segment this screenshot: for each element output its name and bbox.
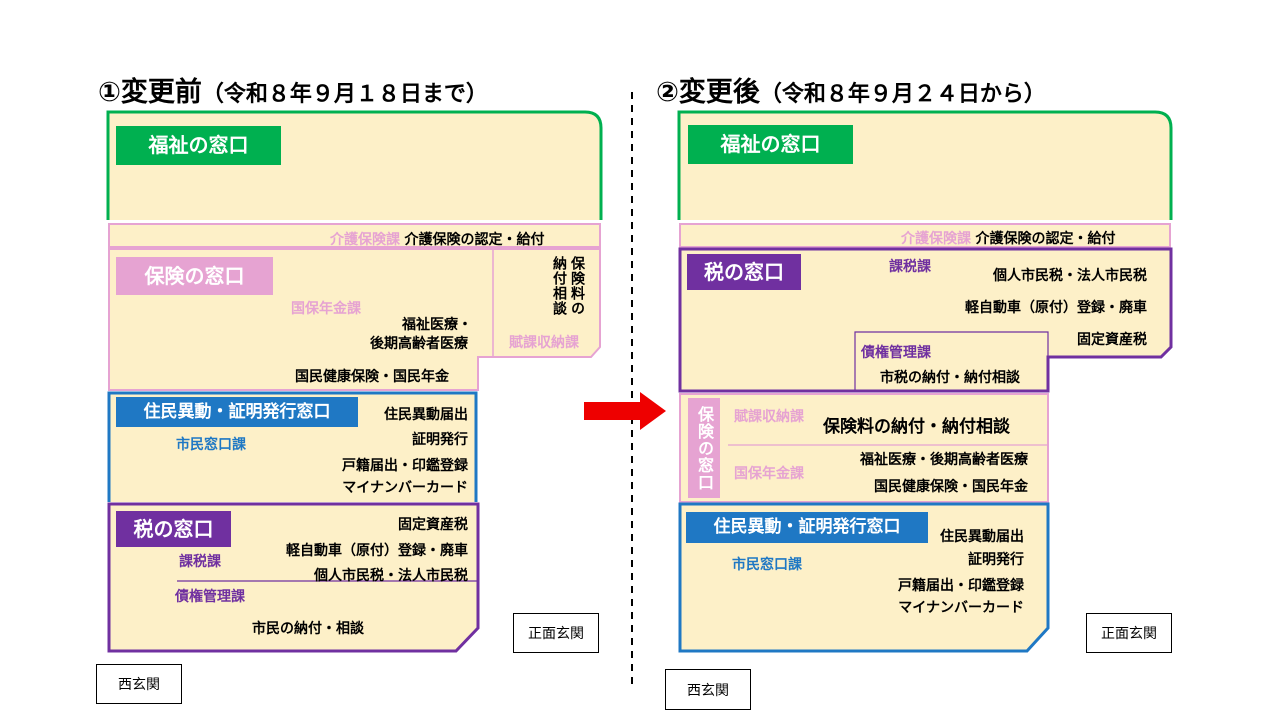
before-kaigo-item: 介護保険の認定・給付 [404, 232, 545, 248]
after-kokuho-item-2: 国民健康保険・国民年金 [874, 479, 1028, 495]
after-resident-section: 市民窓口課 [732, 557, 802, 573]
after-fuka-section: 賦課収納課 [734, 409, 804, 425]
before-kaigo-strip [108, 223, 601, 248]
after-title-sub: （令和８年９月２４日から） [759, 82, 1046, 107]
after-resident-item-3: マイナンバーカード [898, 600, 1024, 616]
after-tax-item-2: 固定資産税 [1077, 332, 1147, 348]
after-kaigo-strip [679, 223, 1171, 248]
after-insurance-zone [679, 393, 1049, 503]
before-resident-item-1: 証明発行 [412, 432, 468, 448]
after-kaigo-row: 介護保険課 介護保険の認定・給付 [901, 228, 1115, 248]
before-insurance-header: 保険の窓口 [116, 257, 273, 295]
after-saiken-item: 市税の納付・納付相談 [880, 370, 1020, 386]
after-kokuho-item-1: 福祉医療・後期高齢者医療 [860, 452, 1028, 468]
after-saiken-section: 債権管理課 [861, 345, 931, 361]
before-tax-item-0: 固定資産税 [398, 517, 468, 533]
after-resident-item-0: 住民異動届出 [940, 529, 1024, 545]
before-kazei-section: 課税課 [179, 554, 221, 570]
before-elderly-line1: 福祉医療・ [402, 317, 472, 333]
before-welfare-header: 福祉の窓口 [116, 126, 281, 165]
after-tax-item-1: 軽自動車（原付）登録・廃車 [965, 300, 1147, 316]
after-welfare-header: 福祉の窓口 [688, 125, 853, 164]
after-saiken-divider [854, 331, 1049, 391]
after-resident-item-2: 戸籍届出・印鑑登録 [898, 578, 1024, 594]
before-west-door: 西玄関 [96, 664, 182, 704]
after-fuka-item: 保険料の納付・納付相談 [823, 417, 1010, 437]
before-saiken-section: 債権管理課 [175, 589, 245, 605]
after-tax-header: 税の窓口 [687, 254, 801, 290]
after-tax-item-0: 個人市民税・法人市民税 [993, 268, 1147, 284]
before-fuka-col1: 納付相談 [551, 256, 567, 316]
before-nhi-pension: 国民健康保険・国民年金 [295, 369, 449, 385]
after-resident-header: 住民異動・証明発行窓口 [686, 512, 928, 543]
before-fuka-section: 賦課収納課 [509, 335, 579, 351]
before-resident-section: 市民窓口課 [176, 437, 246, 453]
before-tax-item-1: 軽自動車（原付）登録・廃車 [286, 543, 468, 559]
before-resident-item-0: 住民異動届出 [384, 407, 468, 423]
before-kaigo-row: 介護保険課 介護保険の認定・給付 [330, 229, 544, 249]
after-kaigo-section: 介護保険課 [901, 231, 971, 247]
before-resident-header: 住民異動・証明発行窓口 [116, 397, 358, 427]
before-fuka-col2: 保険料の [569, 256, 585, 316]
before-tax-item-2: 個人市民税・法人市民税 [314, 568, 468, 584]
after-resident-item-1: 証明発行 [968, 552, 1024, 568]
before-tax-header: 税の窓口 [116, 511, 231, 547]
after-title: ②変更後（令和８年９月２４日から） [656, 70, 1046, 109]
after-title-main: ②変更後 [656, 77, 760, 108]
after-insurance-header: 保険の窓口 [688, 398, 720, 498]
before-title: ①変更前（令和８年９月１８日まで） [98, 70, 488, 109]
before-elderly-line2: 後期高齢者医療 [370, 336, 468, 352]
before-front-door: 正面玄関 [513, 613, 599, 653]
before-title-main: ①変更前 [98, 77, 202, 108]
after-kazei-section: 課税課 [889, 259, 931, 275]
change-arrow [584, 392, 666, 430]
after-kokuho-section: 国保年金課 [734, 466, 804, 482]
after-west-door: 西玄関 [665, 669, 751, 710]
after-front-door: 正面玄関 [1086, 613, 1172, 653]
before-saiken-item: 市民の納付・相談 [252, 621, 364, 637]
before-title-sub: （令和８年９月１８日まで） [201, 82, 488, 107]
before-resident-item-2: 戸籍届出・印鑑登録 [342, 458, 468, 474]
before-kokuho-section: 国保年金課 [291, 301, 361, 317]
after-kaigo-item: 介護保険の認定・給付 [975, 231, 1116, 247]
before-kaigo-section: 介護保険課 [330, 232, 400, 248]
before-resident-item-3: マイナンバーカード [342, 480, 468, 496]
